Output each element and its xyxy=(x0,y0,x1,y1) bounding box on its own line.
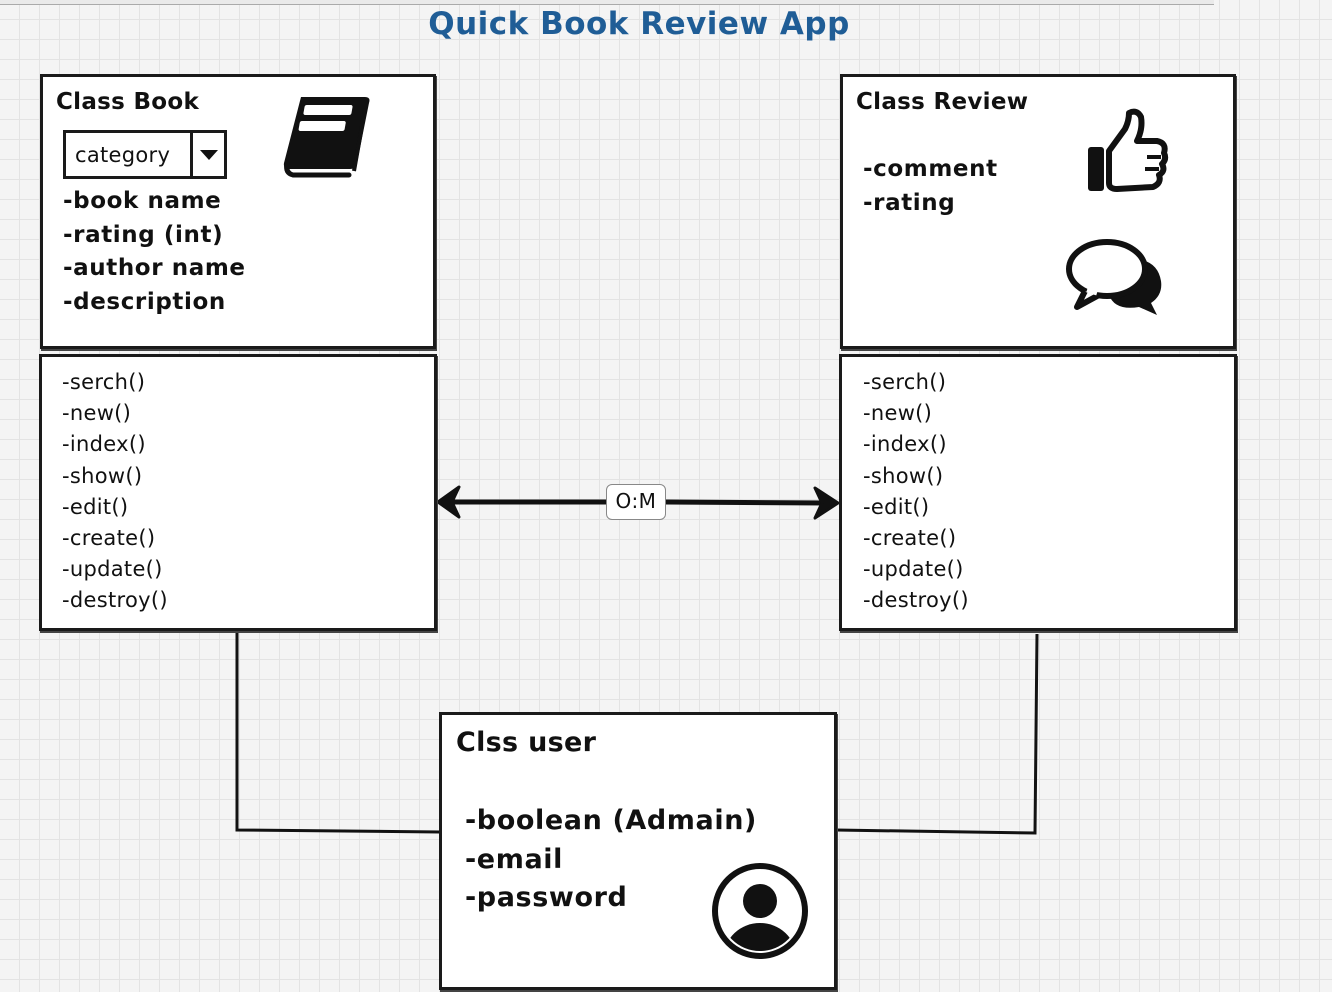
user-attr-boolean: -boolean (Admain) xyxy=(465,805,757,836)
user-attr-email: -email xyxy=(465,843,563,875)
book-attr-book-name: -book name xyxy=(63,188,222,214)
book-method-new: -new() xyxy=(62,401,132,426)
book-methods: -serch() -new() -index() -show() -edit()… xyxy=(62,367,168,617)
thumbs-up-icon xyxy=(1088,108,1169,192)
review-method-serch: -serch() xyxy=(863,370,947,394)
review-user-connector xyxy=(835,633,1039,835)
arrowhead-left xyxy=(436,485,461,519)
book-attr-rating: -rating (int) xyxy=(63,221,224,248)
book-method-serch: -serch() xyxy=(62,370,146,394)
chevron-down-icon[interactable] xyxy=(190,133,224,176)
book-method-create: -create() xyxy=(62,526,156,551)
book-attributes-box: Class Book category -book name -rating (… xyxy=(40,74,436,349)
review-attributes: -comment -rating xyxy=(863,153,998,220)
book-method-index: -index() xyxy=(62,432,146,457)
review-class-title: Class Review xyxy=(856,89,1029,115)
review-methods-box: -serch() -new() -index() -show() -edit()… xyxy=(839,354,1237,631)
book-attr-description: -description xyxy=(63,288,226,315)
review-method-destroy: -destroy() xyxy=(863,588,969,613)
book-class-title: Class Book xyxy=(56,89,200,115)
user-attributes: -boolean (Admain) -email -password xyxy=(465,802,757,918)
arrowhead-right xyxy=(813,486,840,520)
book-user-connector xyxy=(235,632,441,834)
user-attr-password: -password xyxy=(465,882,628,913)
relation-label: O:M xyxy=(606,484,666,520)
review-method-show: -show() xyxy=(863,463,944,488)
user-class-title: Clss user xyxy=(456,727,597,758)
book-attributes: -book name -rating (int) -author name -d… xyxy=(63,185,246,319)
book-review-association xyxy=(444,499,827,506)
review-attr-comment: -comment xyxy=(863,156,998,182)
book-icon xyxy=(283,97,370,178)
review-method-update: -update() xyxy=(863,557,964,582)
review-method-index: -index() xyxy=(863,432,947,457)
review-attributes-box: Class Review -comment -rating xyxy=(840,74,1236,349)
book-attr-author-name: -author name xyxy=(63,255,246,281)
review-method-create: -create() xyxy=(863,526,957,551)
diagram-title: Quick Book Review App xyxy=(428,6,850,42)
book-method-show: -show() xyxy=(62,463,143,488)
category-select-value: category xyxy=(75,142,171,167)
speech-bubbles-icon xyxy=(1066,239,1162,315)
user-class-box: Clss user -boolean (Admain) -email -pass… xyxy=(439,712,837,990)
user-avatar-icon xyxy=(712,863,808,959)
review-methods: -serch() -new() -index() -show() -edit()… xyxy=(863,367,969,617)
category-select[interactable]: category xyxy=(63,130,227,179)
review-method-new: -new() xyxy=(863,401,933,426)
book-method-update: -update() xyxy=(62,557,163,582)
book-method-edit: -edit() xyxy=(62,494,129,519)
review-method-edit: -edit() xyxy=(863,494,930,519)
top-edge xyxy=(0,0,1214,5)
review-attr-rating: -rating xyxy=(863,189,956,216)
book-method-destroy: -destroy() xyxy=(62,588,168,613)
book-methods-box: -serch() -new() -index() -show() -edit()… xyxy=(39,354,437,631)
